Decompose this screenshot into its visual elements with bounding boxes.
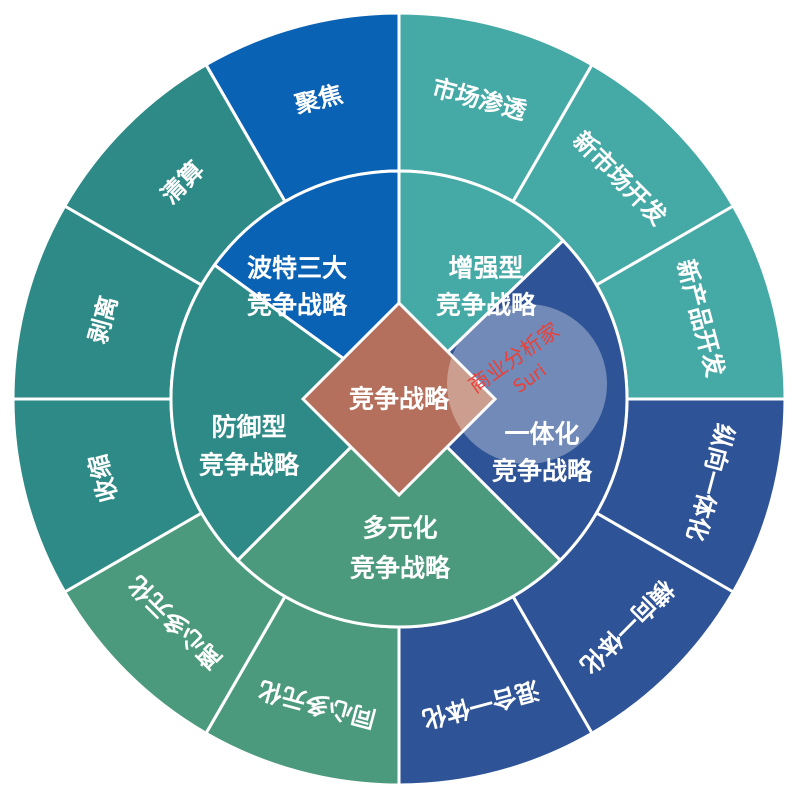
inner-segment-label: 竞争战略 xyxy=(492,457,593,486)
center-diamond xyxy=(300,300,498,498)
inner-segment-label: 增强型 xyxy=(448,254,523,283)
inner-segment-label: 竞争战略 xyxy=(350,554,451,583)
inner-segment-label: 竞争战略 xyxy=(436,291,537,320)
inner-segment-integrate xyxy=(396,238,629,563)
inner-segment-porter xyxy=(212,169,401,402)
inner-segment-label: 防御型 xyxy=(211,413,286,442)
inner-segment-label: 多元化 xyxy=(362,514,437,543)
center-diamond-group: 竞争战略 xyxy=(300,300,498,498)
inner-ring: 波特三大竞争战略增强型竞争战略一体化竞争战略多元化竞争战略防御型竞争战略 xyxy=(169,169,629,629)
inner-segment-label: 竞争战略 xyxy=(247,291,348,320)
center-label: 竞争战略 xyxy=(349,385,450,414)
inner-segment-label: 波特三大 xyxy=(247,254,347,283)
inner-segment-label: 竞争战略 xyxy=(199,451,300,480)
inner-segment-diversify xyxy=(235,396,563,629)
inner-segment-label: 一体化 xyxy=(504,420,579,449)
inner-segment-defense xyxy=(169,262,402,563)
watermark-circle xyxy=(447,304,607,464)
outer-ring: 聚焦差异化成本领先市场渗透新市场开发新产品开发纵向一体化横向一体化混合一体化同心… xyxy=(11,11,787,787)
